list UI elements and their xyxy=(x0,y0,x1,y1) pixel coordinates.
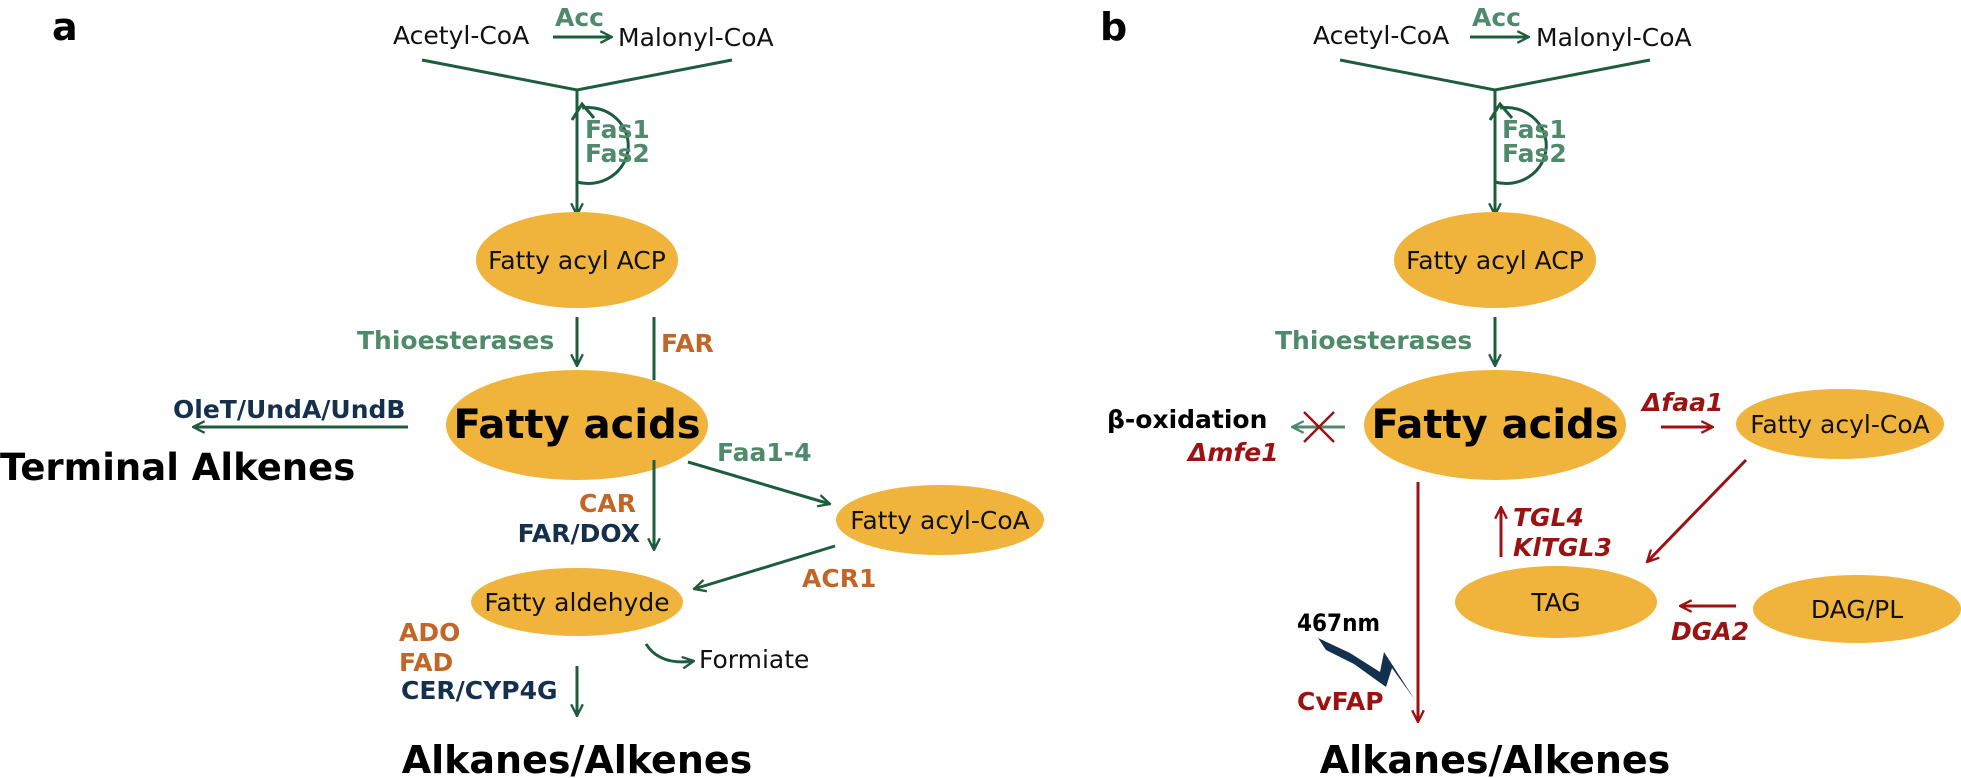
fatty-aldehyde-label: Fatty aldehyde xyxy=(484,588,669,617)
malonyl-coa-label-b: Malonyl-CoA xyxy=(1536,23,1692,52)
mfe1-deletion-label: Δmfe1 xyxy=(1186,438,1279,467)
formiate-label: Formiate xyxy=(699,645,809,674)
far-top-label: FAR xyxy=(661,329,714,358)
thioesterases-label-b: Thioesterases xyxy=(1275,326,1472,355)
alkanes-alkenes-label-b: Alkanes/Alkenes xyxy=(1320,738,1671,778)
formiate-arrow xyxy=(644,643,694,662)
fas-cycle-arrow xyxy=(576,106,630,186)
panel-a: a Acetyl-CoA Malonyl-CoA Acc Fas1 Fas2 F… xyxy=(0,3,1044,778)
panel-b: b Acetyl-CoA Malonyl-CoA Acc Fas1 Fas2 F… xyxy=(1100,3,1961,778)
block-cross-line-2 xyxy=(1303,411,1335,443)
fatty-acyl-acp-label: Fatty acyl ACP xyxy=(488,246,666,275)
dag-pl-label: DAG/PL xyxy=(1811,595,1903,624)
terminal-alkenes-label: Terminal Alkenes xyxy=(0,446,355,489)
faa-arrow xyxy=(687,460,830,504)
fatty-acyl-coa-node-a xyxy=(836,485,1044,555)
cer-cyp4g-label: CER/CYP4G xyxy=(401,676,558,705)
fatty-acyl-acp-node-b xyxy=(1394,212,1596,308)
acetyl-coa-label-b: Acetyl-CoA xyxy=(1313,21,1449,50)
fatty-acyl-acp-node xyxy=(476,212,678,308)
far-dox-label: FAR/DOX xyxy=(518,519,640,548)
fas2-label-b: Fas2 xyxy=(1502,139,1567,168)
panel-b-letter: b xyxy=(1100,5,1127,49)
acyl-coa-to-tag-arrow xyxy=(1647,458,1748,562)
beta-oxidation-label: β-oxidation xyxy=(1107,405,1267,434)
ado-label: ADO xyxy=(399,618,460,647)
fas-cycle-arrowhead-b xyxy=(1488,101,1514,121)
faa1-deletion-label: Δfaa1 xyxy=(1640,388,1723,417)
alkanes-alkenes-label-a: Alkanes/Alkenes xyxy=(402,738,753,778)
light-lightning-icon xyxy=(1318,638,1415,700)
cvfap-label: CvFAP xyxy=(1297,687,1384,716)
kltgl3-label: KlTGL3 xyxy=(1513,533,1612,562)
fatty-acids-node xyxy=(446,370,708,480)
tag-node xyxy=(1455,566,1657,638)
acc-enzyme-label: Acc xyxy=(555,3,604,32)
acc-enzyme-label-b: Acc xyxy=(1472,3,1521,32)
dga2-label: DGA2 xyxy=(1671,617,1749,646)
wavelength-label: 467nm xyxy=(1297,609,1380,637)
fas2-label: Fas2 xyxy=(585,139,650,168)
acetyl-coa-label: Acetyl-CoA xyxy=(393,21,529,50)
acr1-label: ACR1 xyxy=(802,564,876,593)
fatty-acyl-coa-label-b: Fatty acyl-CoA xyxy=(1750,410,1929,439)
fatty-aldehyde-node xyxy=(471,568,683,636)
fas1-label: Fas1 xyxy=(585,115,650,144)
fatty-acids-node-b xyxy=(1364,370,1626,480)
fatty-acyl-coa-label-a: Fatty acyl-CoA xyxy=(850,506,1029,535)
acr1-arrow xyxy=(694,544,836,589)
fatty-acyl-coa-node-b xyxy=(1736,389,1944,459)
condensation-funnel xyxy=(421,58,733,92)
faa1-4-label: Faa1-4 xyxy=(717,438,812,467)
fas1-label-b: Fas1 xyxy=(1502,115,1567,144)
malonyl-coa-label: Malonyl-CoA xyxy=(618,23,774,52)
thioesterases-label: Thioesterases xyxy=(357,326,554,355)
fatty-acyl-acp-label-b: Fatty acyl ACP xyxy=(1406,246,1584,275)
tgl4-label: TGL4 xyxy=(1513,503,1584,532)
tag-label: TAG xyxy=(1530,588,1580,617)
fas-cycle-arrow-b xyxy=(1494,106,1548,186)
dag-pl-node xyxy=(1753,575,1961,643)
car-label: CAR xyxy=(579,489,636,518)
fatty-acids-label: Fatty acids xyxy=(453,402,700,448)
condensation-funnel-b xyxy=(1339,58,1651,92)
fatty-acids-label-b: Fatty acids xyxy=(1371,402,1618,448)
fad-label: FAD xyxy=(399,648,453,677)
olet-undA-undB-label: OleT/UndA/UndB xyxy=(173,395,405,424)
fas-cycle-arrowhead xyxy=(570,101,596,121)
panel-a-letter: a xyxy=(52,5,78,49)
